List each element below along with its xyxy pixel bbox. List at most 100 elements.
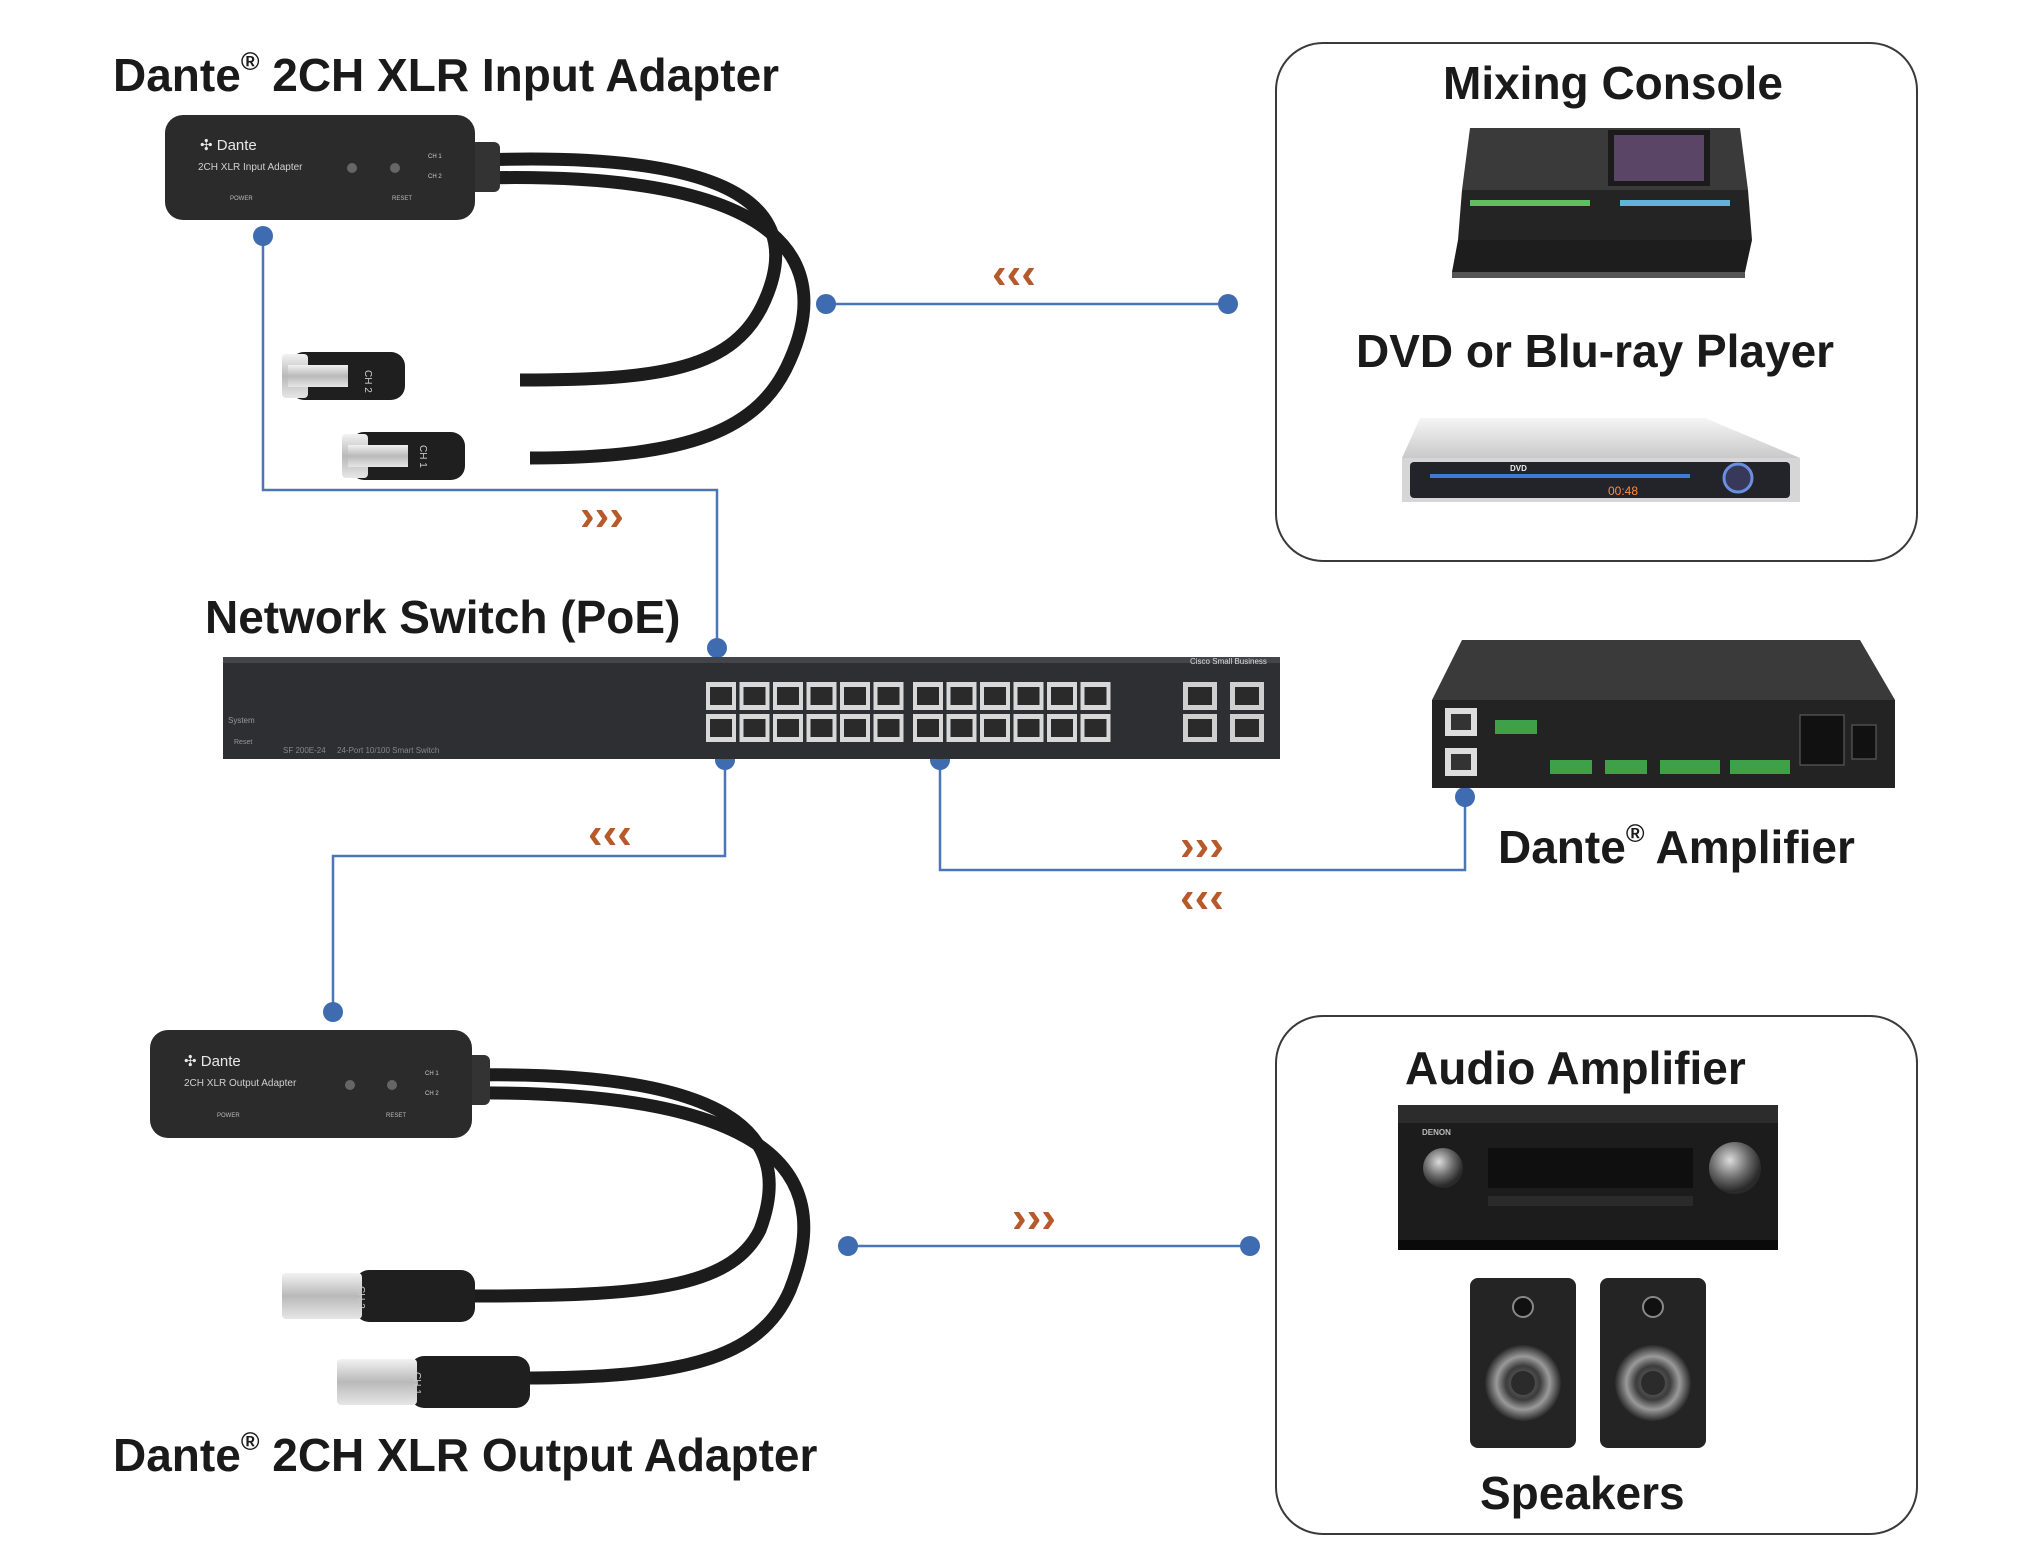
- switch-ports: [706, 682, 1264, 742]
- switch-port-socket: [1051, 687, 1073, 705]
- arrow-left-amp: ‹‹‹: [1180, 873, 1224, 922]
- dot-dante-amp: [1455, 787, 1475, 807]
- switch-port-socket: [844, 719, 866, 737]
- input-xlr-ch1-label: CH 1: [417, 445, 428, 468]
- input-title-registered: ®: [240, 48, 260, 76]
- output-ch2-mark: CH 2: [425, 1091, 439, 1097]
- audio-amplifier-label: Audio Amplifier: [1405, 1042, 1746, 1094]
- dot-output-cable: [838, 1236, 858, 1256]
- switch-port-socket: [1017, 719, 1040, 737]
- switch-uplink-socket: [1235, 687, 1259, 705]
- output-title-rest: 2CH XLR Output Adapter: [272, 1429, 818, 1481]
- arrow-right-output: ›››: [1012, 1193, 1056, 1242]
- dot-switch-top: [707, 638, 727, 658]
- audio-amplifier-image: DENON: [1398, 1105, 1778, 1250]
- input-reset-label: RESET: [392, 196, 412, 202]
- switch-port-socket: [950, 687, 973, 705]
- output-title-registered: ®: [240, 1428, 260, 1456]
- switch-port-socket: [777, 687, 799, 705]
- output-reset-label: RESET: [386, 1113, 406, 1119]
- output-adapter: ✣ Dante 2CH XLR Output Adapter POWER RES…: [150, 1030, 811, 1408]
- dot-audio-amp: [1240, 1236, 1260, 1256]
- input-xlr-ch2-label: CH 2: [362, 370, 373, 393]
- switch-reset-label: Reset: [234, 739, 252, 746]
- output-adapter-body: [150, 1030, 472, 1138]
- output-title-brand: Dante: [113, 1429, 241, 1481]
- input-adapter-to-switch-line: [261, 236, 719, 648]
- speakers-label: Speakers: [1480, 1467, 1685, 1519]
- output-ch1-mark: CH 1: [425, 1071, 439, 1077]
- switch-port-socket: [810, 687, 833, 705]
- switch-port-socket: [984, 687, 1006, 705]
- output-xlr-ch2-label: CH 2: [355, 1286, 366, 1309]
- output-device-name: 2CH XLR Output Adapter: [184, 1078, 297, 1089]
- switch-port-socket: [984, 719, 1006, 737]
- arrow-left-source: ‹‹‹: [992, 249, 1036, 298]
- switch-port-socket: [877, 687, 900, 705]
- network-switch: System Reset SF 200E-24 24-Port 10/100 S…: [223, 657, 1280, 759]
- switch-port-socket: [950, 719, 973, 737]
- output-xlr-ch1-label: CH 1: [411, 1372, 422, 1395]
- input-adapter: ✣ Dante 2CH XLR Input Adapter POWER RESE…: [165, 115, 811, 480]
- switch-to-dante-amp-line: [938, 760, 1467, 872]
- input-ch2-mark: CH 2: [428, 174, 442, 180]
- switch-port-socket: [777, 719, 799, 737]
- switch-port-socket: [917, 687, 939, 705]
- switch-port-socket: [710, 719, 732, 737]
- switch-port-socket: [1084, 687, 1107, 705]
- arrow-right-amp: ›››: [1180, 821, 1224, 870]
- dot-input-cable: [816, 294, 836, 314]
- switch-port-socket: [1017, 687, 1040, 705]
- switch-port-socket: [1084, 719, 1107, 737]
- output-devices-panel: [1275, 1015, 1918, 1535]
- switch-desc: 24-Port 10/100 Smart Switch: [337, 746, 439, 755]
- switch-port-socket: [710, 687, 732, 705]
- switch-uplink-socket: [1188, 687, 1212, 705]
- input-power-label: POWER: [230, 196, 253, 202]
- receiver-right-knob: [1709, 1142, 1761, 1194]
- output-cable-ch2: [469, 1068, 776, 1303]
- input-cable-ch2: [479, 152, 783, 387]
- dvd-player-label: DVD or Blu-ray Player: [1356, 325, 1835, 377]
- arrow-right-input: ›››: [580, 491, 624, 540]
- amp-title-brand: Dante: [1498, 821, 1626, 873]
- input-adapter-title: Dante® 2CH XLR Input Adapter: [113, 49, 780, 101]
- speakers-image: [1470, 1278, 1706, 1448]
- receiver-brand: DENON: [1422, 1128, 1451, 1137]
- switch-port-socket: [810, 719, 833, 737]
- output-dante-logo: ✣ Dante: [184, 1053, 241, 1070]
- mixing-console-image: [1452, 128, 1752, 278]
- arrow-left-output: ‹‹‹: [588, 809, 632, 858]
- switch-port-socket: [1051, 719, 1073, 737]
- flow-arrows: ‹‹‹ ››› ‹‹‹ ››› ‹‹‹ ›››: [580, 249, 1224, 1242]
- dante-amplifier-image: [1432, 640, 1895, 788]
- network-switch-label: Network Switch (PoE): [205, 591, 681, 643]
- input-title-brand: Dante: [113, 49, 241, 101]
- switch-uplink-socket: [1235, 719, 1259, 737]
- output-power-label: POWER: [217, 1113, 240, 1119]
- dot-input-adapter: [253, 226, 273, 246]
- switch-port-socket: [877, 719, 900, 737]
- amp-title-registered: ®: [1625, 820, 1645, 848]
- receiver-left-knob: [1423, 1148, 1463, 1188]
- input-title-rest: 2CH XLR Input Adapter: [272, 49, 780, 101]
- switch-port-socket: [917, 719, 939, 737]
- connection-lines: [261, 236, 1467, 1248]
- output-adapter-title: Dante® 2CH XLR Output Adapter: [113, 1429, 818, 1481]
- dot-mixing-console: [1218, 294, 1238, 314]
- input-adapter-body: [165, 115, 475, 220]
- switch-model: SF 200E-24: [283, 746, 326, 755]
- input-dante-logo: ✣ Dante: [200, 137, 257, 154]
- input-device-name: 2CH XLR Input Adapter: [198, 162, 303, 173]
- amp-title-rest: Amplifier: [1655, 821, 1855, 873]
- switch-to-output-adapter-line: [331, 760, 727, 1012]
- output-cable-ch1: [469, 1086, 811, 1385]
- mixing-console-label: Mixing Console: [1443, 57, 1783, 109]
- switch-port-socket: [844, 687, 866, 705]
- input-cable-ch1: [479, 171, 811, 465]
- switch-port-socket: [743, 719, 766, 737]
- dvd-display: 00:48: [1608, 484, 1638, 498]
- switch-uplink-socket: [1188, 719, 1212, 737]
